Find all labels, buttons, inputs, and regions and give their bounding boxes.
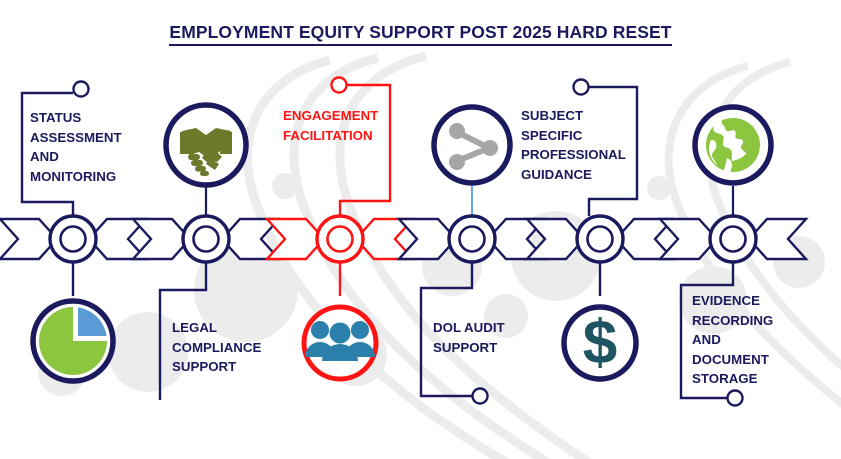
page-title-text: EMPLOYMENT EQUITY SUPPORT POST 2025 HARD… (169, 22, 672, 47)
connector-node-5-above (587, 85, 639, 216)
process-node-6[interactable] (658, 214, 808, 264)
process-node-1[interactable] (0, 214, 148, 264)
endpoint-dot-node-5 (572, 78, 590, 96)
node-inner-ring (586, 225, 614, 253)
process-node-3[interactable] (265, 214, 415, 264)
label-legal-compliance-support: LEGAL COMPLIANCE SUPPORT (172, 320, 262, 375)
connector-node-3-above (338, 83, 392, 216)
connector-node-1-above (20, 91, 75, 216)
globe-icon[interactable] (692, 104, 774, 186)
process-node-5[interactable] (525, 214, 675, 264)
share-network-icon[interactable] (431, 104, 513, 186)
people-group-icon[interactable] (301, 304, 379, 382)
endpoint-dot-node-6 (726, 389, 744, 407)
label-dol-audit-support: DOL AUDIT SUPPORT (433, 320, 505, 355)
pie-chart-icon[interactable] (30, 298, 116, 384)
process-node-2[interactable] (131, 214, 281, 264)
handshake-icon[interactable] (163, 102, 249, 188)
svg-text:$: $ (583, 309, 617, 378)
connector-node-2-below (158, 262, 208, 400)
endpoint-dot-node-1 (72, 80, 90, 98)
label-status-assessment-and-monitoring: STATUS ASSESSMENT AND MONITORING (30, 110, 122, 184)
node-inner-ring (326, 225, 354, 253)
label-engagement-facilitation: ENGAGEMENT FACILITATION (283, 108, 379, 143)
endpoint-dot-node-3 (330, 76, 348, 94)
connector-node-6-below (679, 262, 735, 400)
connector-node-4-below (419, 262, 474, 398)
process-node-4[interactable] (397, 214, 547, 264)
label-subject-specific-professional-guidance: SUBJECT SPECIFIC PROFESSIONAL GUIDANCE (521, 108, 626, 182)
node-inner-ring (719, 225, 747, 253)
dollar-sign-icon[interactable]: $ (561, 304, 639, 382)
endpoint-dot-node-4 (471, 387, 489, 405)
node-inner-ring (458, 225, 486, 253)
label-evidence-recording-and-document-storage: EVIDENCE RECORDING AND DOCUMENT STORAGE (692, 293, 774, 387)
node-inner-ring (59, 225, 87, 253)
node-inner-ring (192, 225, 220, 253)
page-title: EMPLOYMENT EQUITY SUPPORT POST 2025 HARD… (0, 22, 841, 47)
